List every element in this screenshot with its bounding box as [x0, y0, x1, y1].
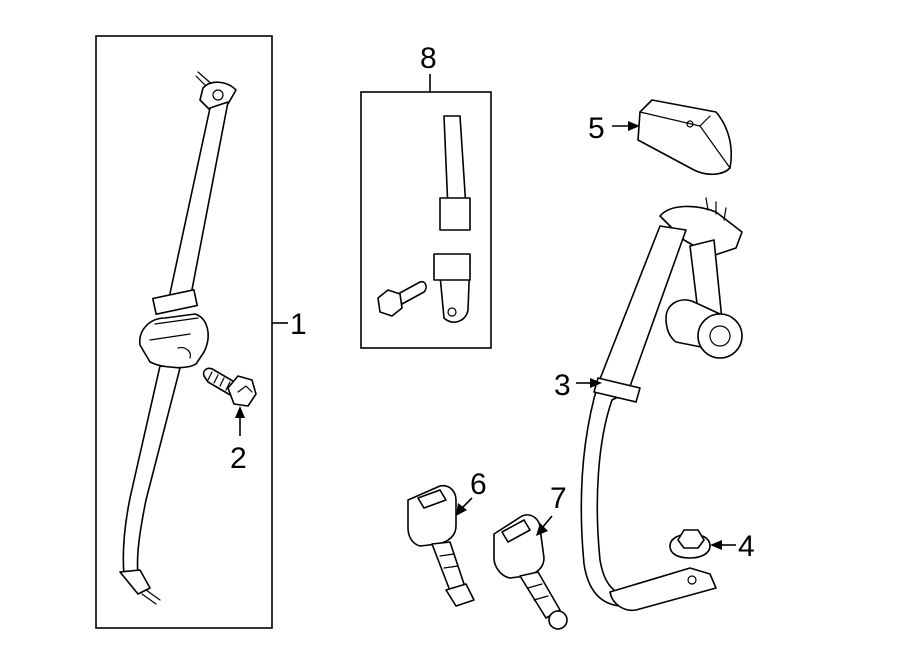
buckle-7-anchor	[548, 610, 568, 630]
cover-body	[637, 99, 732, 176]
rear-belt-top-studs	[705, 197, 727, 221]
rear-belt-top-bracket	[659, 205, 743, 257]
arrow-5	[628, 121, 640, 131]
callout-5: 5	[588, 112, 605, 145]
front-seat-belt-group	[95, 35, 273, 629]
callout-2: 2	[230, 442, 247, 475]
arrow-7	[536, 523, 548, 536]
arrow-3	[590, 378, 602, 388]
cover-screw	[686, 120, 694, 128]
bolt-thread	[207, 371, 231, 391]
rear-anchor-hole	[687, 575, 697, 585]
bolt-part	[202, 367, 257, 407]
arrow-4	[710, 540, 722, 550]
buckle-7-button	[501, 519, 531, 543]
buckle-7-stalk	[519, 571, 561, 619]
bolt-head	[227, 375, 257, 407]
rear-belt-retractor-cap	[697, 313, 743, 359]
cover-part	[637, 99, 732, 176]
callout-7: 7	[550, 482, 567, 515]
buckle-6-anchor	[445, 583, 475, 607]
callout-1: 1	[290, 308, 307, 341]
extender-kit-group	[360, 74, 492, 349]
rear-seat-belt-group	[580, 197, 743, 612]
arrow-2	[235, 406, 245, 418]
rear-belt-guide-loop	[593, 377, 641, 403]
callout-8: 8	[420, 42, 437, 75]
extender-bracket-hole	[447, 307, 457, 317]
extender-bolt-shank	[397, 280, 427, 305]
buckle-7-part	[493, 514, 568, 630]
buckle-7-stalk-detail	[527, 583, 549, 601]
cover-edge	[639, 111, 731, 169]
arrow-6	[456, 503, 467, 516]
bolt-head-detail	[237, 385, 253, 393]
extender-strap-sleeve	[439, 197, 471, 231]
front-belt-lower-anchor	[119, 569, 151, 595]
buckle-6-button	[417, 489, 447, 509]
nut-part	[669, 529, 711, 559]
rear-belt-lower-anchor	[609, 567, 717, 612]
leader-line-6	[461, 497, 473, 509]
extender-strap-clip	[433, 253, 471, 281]
leader-line-7	[541, 515, 553, 529]
upper-anchor-hole	[212, 89, 224, 101]
front-belt-webbing-upper	[165, 101, 229, 313]
callout-4: 4	[738, 530, 755, 563]
lower-anchor-stud	[141, 589, 161, 605]
front-belt-guide-loop	[151, 289, 199, 315]
callout-3: 3	[554, 369, 571, 402]
front-belt-frame	[95, 35, 273, 629]
buckle-6-part	[407, 484, 475, 607]
rear-belt-retractor-hub	[709, 325, 731, 347]
callout-6: 6	[470, 468, 487, 501]
extender-bolt-head	[377, 289, 403, 317]
buckle-6-stalk-detail	[439, 553, 459, 569]
extender-strap	[443, 115, 467, 211]
nut-body	[677, 529, 705, 549]
retractor-detail	[149, 317, 199, 359]
front-belt-retractor	[139, 313, 209, 369]
front-belt-webbing-lower	[122, 365, 181, 576]
extender-kit-frame	[360, 91, 492, 349]
